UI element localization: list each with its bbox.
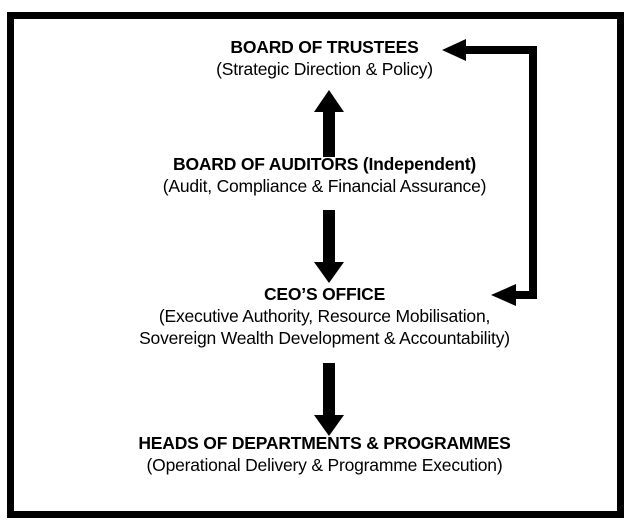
node-ceo-office-subtitle-line2: Sovereign Wealth Development & Accountab…	[139, 328, 510, 348]
node-board-of-auditors: BOARD OF AUDITORS (Independent) (Audit, …	[10, 153, 629, 197]
node-ceo-office-title: CEO’S OFFICE	[263, 284, 386, 304]
node-ceo-office: CEO’S OFFICE (Executive Authority, Resou…	[10, 283, 629, 349]
node-ceo-office-subtitle-line1: (Executive Authority, Resource Mobilisat…	[158, 306, 491, 326]
node-board-of-trustees-title: BOARD OF TRUSTEES	[230, 37, 419, 57]
node-heads-of-departments: HEADS OF DEPARTMENTS & PROGRAMMES (Opera…	[10, 432, 629, 476]
node-board-of-auditors-title: BOARD OF AUDITORS (Independent)	[173, 154, 476, 174]
node-board-of-auditors-subtitle: (Audit, Compliance & Financial Assurance…	[162, 176, 487, 196]
node-board-of-trustees-subtitle: (Strategic Direction & Policy)	[216, 59, 433, 79]
node-board-of-trustees: BOARD OF TRUSTEES (Strategic Direction &…	[10, 36, 629, 80]
diagram-border	[7, 12, 624, 518]
node-heads-of-departments-title: HEADS OF DEPARTMENTS & PROGRAMMES	[138, 433, 511, 453]
node-heads-of-departments-subtitle: (Operational Delivery & Programme Execut…	[146, 455, 503, 475]
